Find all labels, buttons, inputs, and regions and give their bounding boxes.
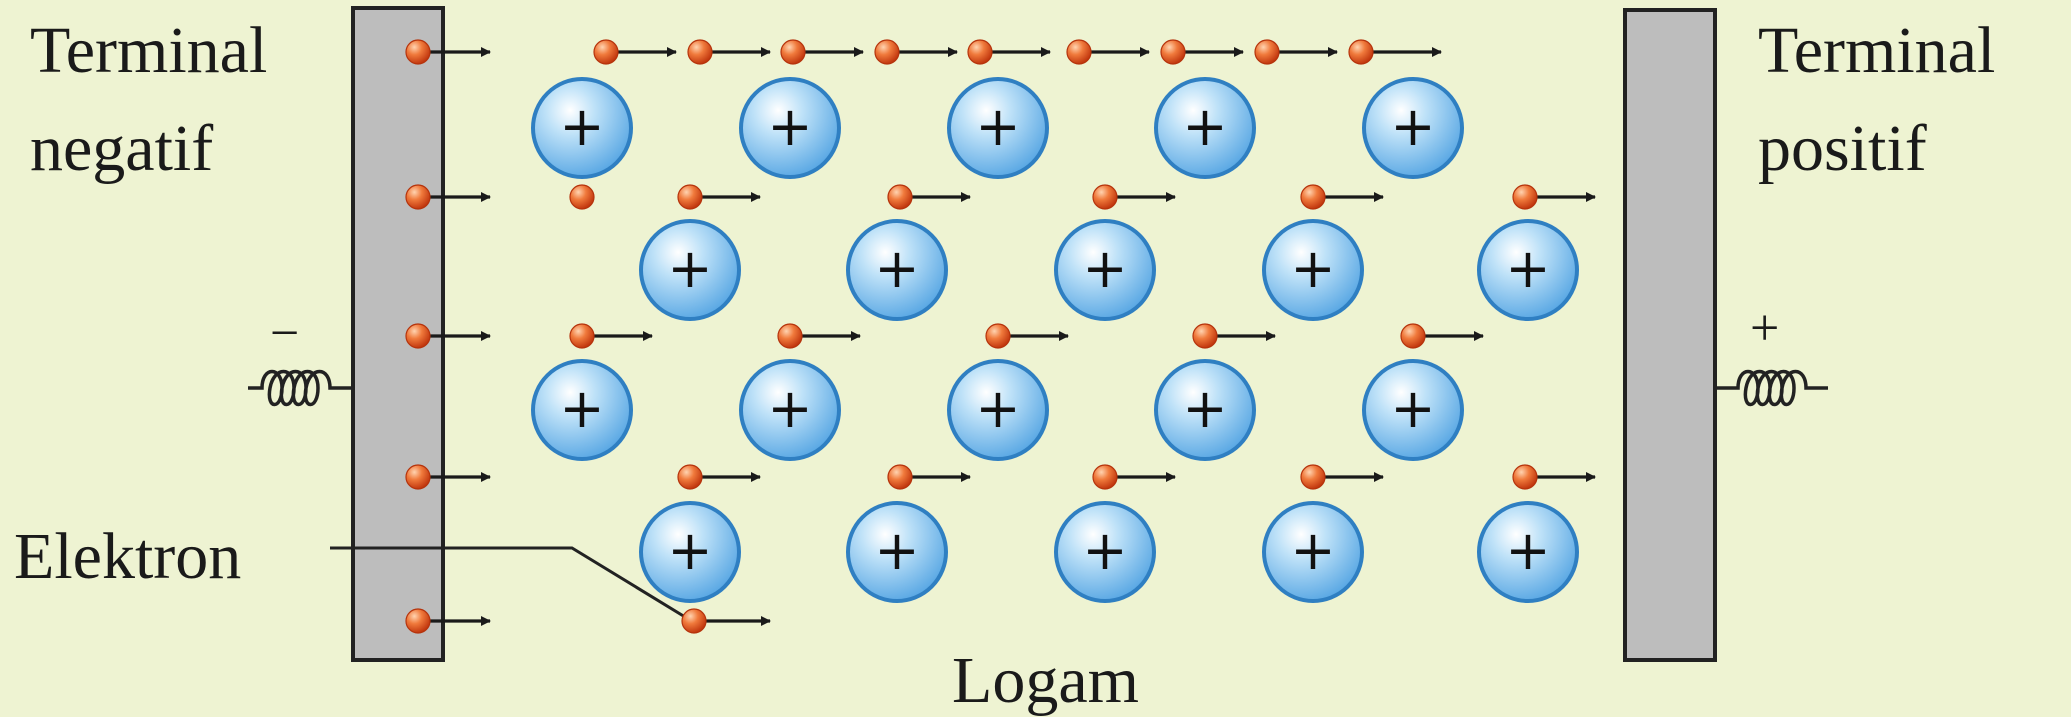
ion-charge-symbol: + [874, 519, 919, 582]
plus-ion-icon: + [533, 79, 631, 177]
ion-charge-symbol: + [667, 237, 712, 300]
plus-ion-icon: + [741, 361, 839, 459]
positive-terminal-label-line2: positif [1758, 112, 1927, 185]
ion-charge-symbol: + [975, 95, 1020, 158]
plus-ion-icon: + [1364, 79, 1462, 177]
ion-charge-symbol: + [874, 237, 919, 300]
plus-ion-icon: + [1264, 503, 1362, 601]
negative-terminal-label-line1: Terminal [30, 14, 267, 87]
plus-ion-icon: + [848, 221, 946, 319]
ion-charge-symbol: + [1505, 519, 1550, 582]
electron-label: Elektron [14, 520, 241, 593]
plus-ion-icon: + [1156, 79, 1254, 177]
plus-ion-icon: + [949, 361, 1047, 459]
ion-charge-symbol: + [559, 377, 604, 440]
plus-ion-icon: + [1364, 361, 1462, 459]
negative-terminal-label-line2: negatif [30, 112, 213, 185]
ion-charge-symbol: + [1390, 95, 1435, 158]
ion-charge-symbol: + [1390, 377, 1435, 440]
positive-terminal-label-line1: Terminal [1758, 14, 1995, 87]
ion-charge-symbol: + [1182, 95, 1227, 158]
plus-ion-icon: + [949, 79, 1047, 177]
plus-ion-icon: + [1264, 221, 1362, 319]
ion-charge-symbol: + [767, 377, 812, 440]
plus-ion-icon: + [848, 503, 946, 601]
ion-charge-symbol: + [667, 519, 712, 582]
metal-label: Logam [952, 644, 1139, 717]
plus-ion-icon: + [641, 503, 739, 601]
plus-ion-icon: + [1479, 221, 1577, 319]
ion-charge-symbol: + [1082, 237, 1127, 300]
plus-ion-icon: + [641, 221, 739, 319]
plus-sign: + [1750, 300, 1779, 357]
minus-sign: − [270, 305, 299, 362]
ion-charge-symbol: + [1290, 237, 1335, 300]
electron-icon [570, 185, 594, 209]
plus-ion-icon: + [741, 79, 839, 177]
ion-charge-symbol: + [1290, 519, 1335, 582]
plus-ion-icon: + [1156, 361, 1254, 459]
plus-ion-icon: + [1479, 503, 1577, 601]
plus-ion-icon: + [1056, 503, 1154, 601]
ion-charge-symbol: + [1082, 519, 1127, 582]
positive-terminal-plate [1625, 10, 1715, 660]
plus-ion-icon: + [1056, 221, 1154, 319]
ion-charge-symbol: + [559, 95, 604, 158]
ion-charge-symbol: + [975, 377, 1020, 440]
ion-charge-symbol: + [1505, 237, 1550, 300]
ion-charge-symbol: + [1182, 377, 1227, 440]
plus-ion-icon: + [533, 361, 631, 459]
ion-charge-symbol: + [767, 95, 812, 158]
